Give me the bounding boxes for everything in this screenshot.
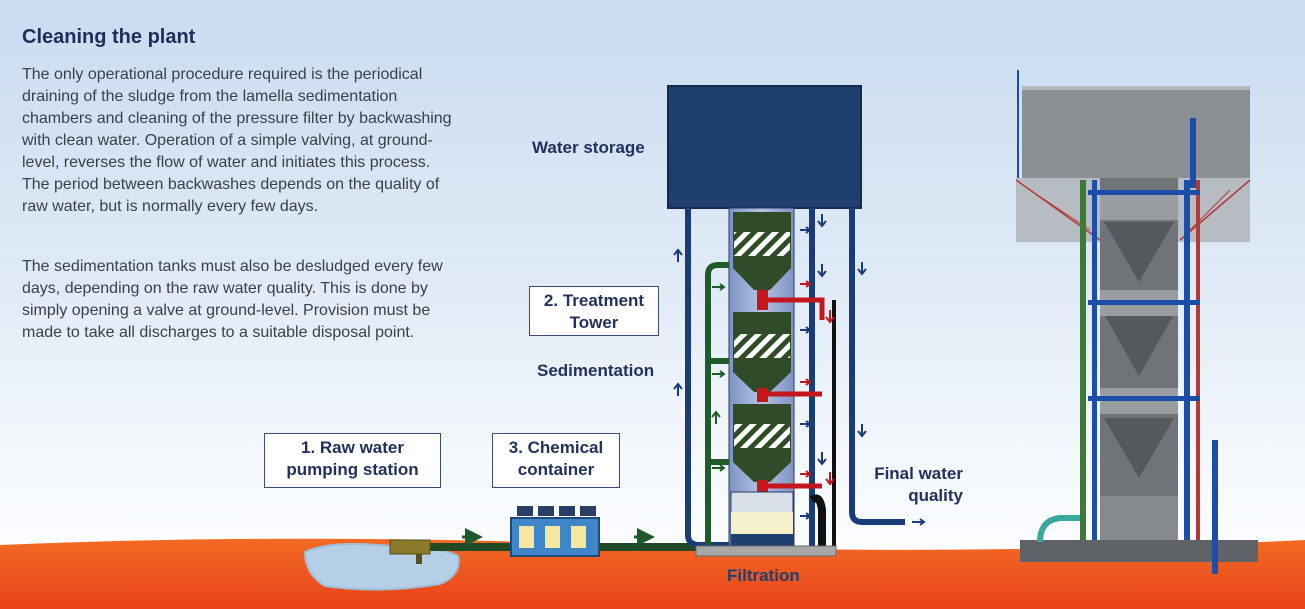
blue-pipe-left — [685, 208, 729, 548]
water-storage-label: Water storage — [532, 138, 645, 157]
paragraph-backwashing: The only operational procedure required … — [22, 66, 452, 215]
green-pipe-riser — [705, 262, 729, 545]
raw-water-label: 1. Raw water pumping station — [264, 433, 441, 488]
chemical-container-label-line2: container — [517, 460, 595, 479]
treatment-tower-label-line1: 2. Treatment — [543, 291, 645, 310]
chemical-container-label-line1: 3. Chemical — [508, 438, 604, 457]
page-title: Cleaning the plant — [22, 26, 196, 48]
pump — [389, 539, 431, 555]
final-water-label: Final water quality — [866, 463, 963, 507]
sedimentation-label: Sedimentation — [537, 361, 655, 380]
final-water-pipe — [849, 208, 905, 525]
final-water-label-line2: quality — [908, 486, 963, 505]
water-storage-tank — [667, 85, 862, 209]
sedimentation-chamber — [733, 212, 791, 290]
chemical-container-label: 3. Chemical container — [492, 433, 620, 488]
flow-arrows — [673, 214, 926, 526]
raw-water-label-line2: pumping station — [286, 460, 419, 479]
treatment-tower-label-line2: Tower — [569, 313, 619, 332]
sludge-pipes — [757, 290, 825, 492]
treatment-tower-label: 2. Treatment Tower — [529, 286, 659, 336]
sedimentation-chamber — [733, 404, 791, 482]
raw-water-label-line1: 1. Raw water — [301, 438, 404, 457]
tower-base — [695, 545, 837, 557]
sedimentation-chamber — [733, 312, 791, 392]
filtration-label: Filtration — [727, 566, 800, 585]
final-water-label-line1: Final water — [874, 464, 963, 483]
chemical-container — [510, 506, 600, 557]
paragraph-desludging: The sedimentation tanks must also be des… — [22, 258, 443, 341]
tower-3d-rendering — [1015, 70, 1258, 574]
